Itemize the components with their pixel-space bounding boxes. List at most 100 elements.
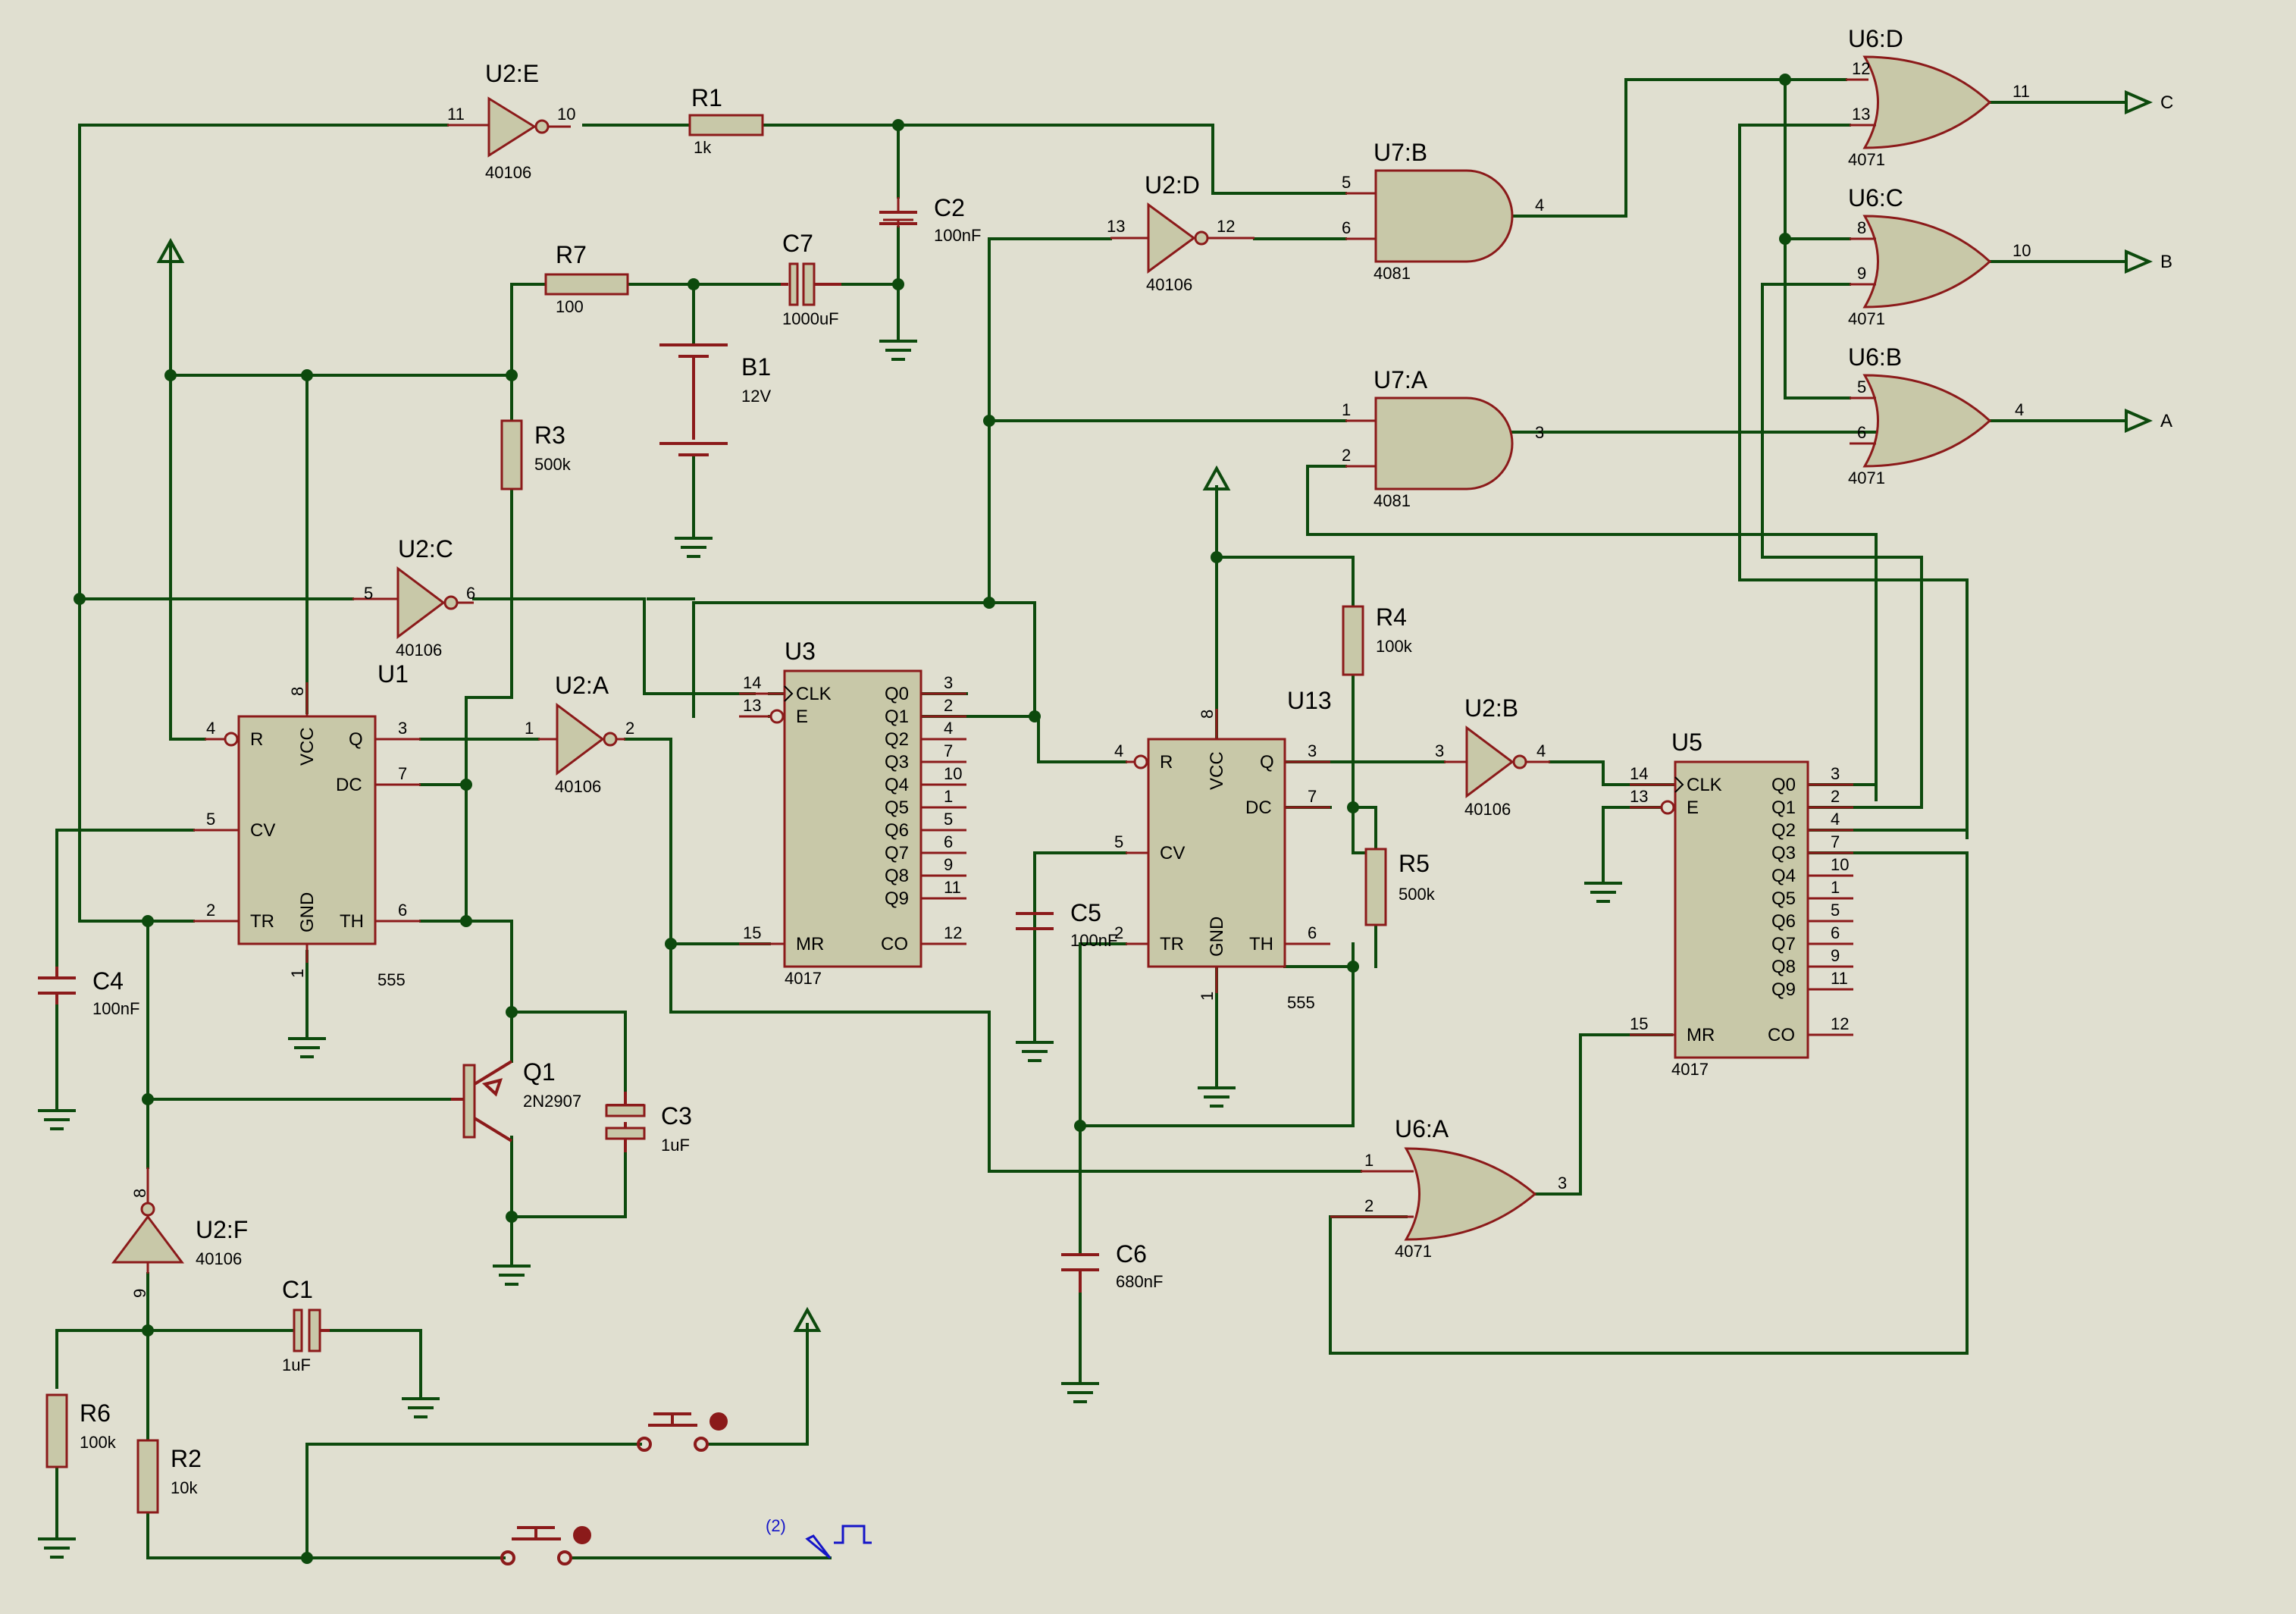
pin-name: Q0	[1771, 775, 1796, 795]
inverter-u2f	[111, 1202, 184, 1264]
pin-name: VCC	[1207, 751, 1227, 790]
ref-label: C5	[1070, 899, 1101, 926]
pin-name: Q3	[1771, 843, 1796, 863]
pin-number: 10	[944, 764, 962, 783]
power-symbols	[156, 237, 1231, 1332]
pin-number: 9	[944, 855, 953, 874]
pin-number: 2	[944, 696, 953, 715]
pin-number: 14	[1630, 764, 1648, 783]
value-label: 40106	[196, 1249, 242, 1268]
pin-number: 2	[1114, 923, 1123, 942]
pin-number: 10	[2013, 241, 2031, 260]
pin-number: 8	[1198, 710, 1217, 719]
pin-name: Q3	[885, 752, 909, 773]
value-label: 40106	[485, 163, 531, 182]
ground-icon	[288, 1031, 326, 1058]
ref-label: U6:A	[1395, 1115, 1449, 1142]
or-gate-u6b	[1862, 374, 1992, 468]
pin-name: CO	[881, 934, 908, 954]
inverter-leads	[146, 124, 1550, 1274]
output-label-c: C	[2160, 92, 2173, 113]
pin-name: Q1	[885, 707, 909, 727]
value-label: 10k	[171, 1478, 198, 1497]
ref-label: C7	[782, 230, 813, 257]
pin-name: TR	[1160, 934, 1184, 954]
pin-name: Q6	[1771, 911, 1796, 932]
ground-icon	[1198, 1080, 1236, 1108]
pin-number: 5	[944, 810, 953, 829]
value-label: 100nF	[1070, 931, 1117, 950]
counter-u5	[1674, 760, 1809, 1059]
ground-icon	[38, 1099, 76, 1130]
pin-number: 9	[1857, 264, 1866, 283]
value-label: 4071	[1395, 1242, 1432, 1261]
resistor-r3	[500, 419, 523, 490]
output-label-b: B	[2160, 252, 2172, 272]
ref-label: C4	[92, 967, 124, 995]
value-label: 4081	[1374, 264, 1411, 283]
pin-number: 11	[447, 105, 465, 124]
pin-name: VCC	[297, 727, 318, 766]
pin-name: Q9	[1771, 979, 1796, 1000]
battery-b1	[659, 343, 728, 456]
ground-icon	[879, 322, 917, 361]
and-gates	[1374, 169, 1514, 490]
value-label: 555	[377, 970, 406, 989]
timer-u1	[237, 715, 377, 945]
pushbutton-lower[interactable]	[500, 1526, 591, 1565]
pin-number: 13	[1852, 105, 1870, 124]
resistor-bodies	[45, 114, 1387, 1514]
value-label: 2N2907	[523, 1092, 581, 1111]
ref-label: U1	[377, 660, 409, 688]
pin-number: 3	[398, 719, 407, 738]
value-label: 40106	[396, 641, 442, 660]
value-label: 1uF	[282, 1355, 311, 1374]
pin-number: 5	[364, 584, 373, 603]
pin-number: 1	[1198, 992, 1217, 1001]
ref-label: R6	[80, 1399, 111, 1427]
pin-number: 2	[625, 719, 634, 738]
ref-label: R7	[556, 241, 587, 268]
pin-name: Q	[349, 729, 363, 750]
pin-number: 10	[1831, 855, 1849, 874]
port-arrow-icon	[2119, 249, 2153, 274]
ground-icon	[493, 1258, 531, 1286]
pin-number: 2	[1342, 446, 1351, 465]
ref-label: U2:A	[555, 672, 609, 699]
and-gate-u7b	[1374, 169, 1514, 263]
pin-name: GND	[297, 892, 318, 932]
pin-name: Q2	[885, 729, 909, 750]
and-gate-u7a	[1374, 396, 1514, 490]
pin-name: E	[1687, 798, 1699, 818]
value-label: 100k	[80, 1433, 117, 1452]
pin-number: 12	[1217, 217, 1235, 236]
pin-number: 1	[288, 969, 307, 978]
pin-name: E	[796, 707, 808, 727]
polarized-cap-plates	[293, 262, 816, 1352]
pushbutton-upper[interactable]	[637, 1412, 728, 1452]
timer-labels: U1 555 R CV TR Q DC TH VCC GND 4 5 2 3 7…	[206, 660, 1332, 1012]
ref-label: R1	[691, 84, 722, 111]
pin-number: 2	[206, 901, 215, 920]
clock-wedges	[784, 685, 1684, 793]
port-arrow-icon	[2119, 89, 2153, 115]
resistor-r5	[1364, 848, 1387, 926]
pin-name: Q4	[1771, 866, 1796, 886]
value-label: 4071	[1848, 469, 1885, 487]
value-label: 4081	[1374, 491, 1411, 510]
counter-u3	[783, 669, 922, 968]
pin-name: Q0	[885, 684, 909, 704]
pin-number: 5	[1114, 832, 1123, 851]
pin-number: 5	[1342, 173, 1351, 192]
pin-number: 3	[1831, 764, 1840, 783]
pin-number: 5	[206, 810, 215, 829]
pin-name: TR	[250, 911, 274, 932]
pin-name: CLK	[1687, 775, 1722, 795]
resistor-r4	[1342, 605, 1364, 676]
pin-number: 4	[206, 719, 215, 738]
pin-name: Q7	[885, 843, 909, 863]
pin-name: Q5	[885, 798, 909, 818]
ground-icon	[675, 523, 713, 558]
pin-name: Q9	[885, 888, 909, 909]
